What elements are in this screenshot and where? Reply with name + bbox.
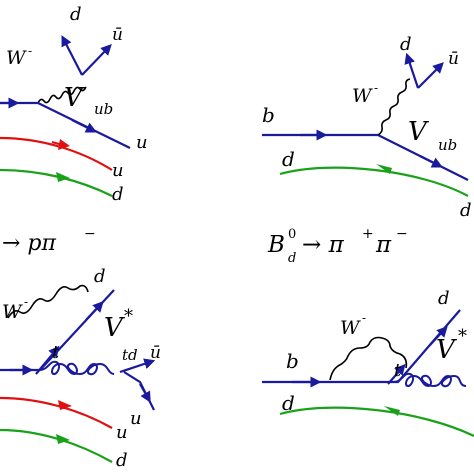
- label-W-sup: -: [24, 295, 28, 309]
- label-d: d: [70, 4, 82, 25]
- label-V-star: *: [458, 326, 467, 347]
- label-V: V: [64, 83, 85, 113]
- quark-line-d-top: [404, 52, 420, 89]
- gluon-loop: [393, 372, 467, 388]
- decay-label-right-sup2: −: [396, 226, 408, 242]
- quark-line-td: [123, 371, 155, 411]
- label-u-spectator: u: [112, 160, 124, 181]
- w-boson-line: [377, 78, 411, 136]
- label-d: d: [282, 147, 295, 171]
- label-V: V: [436, 335, 457, 365]
- label-W: W: [352, 85, 373, 107]
- label-W: W: [6, 47, 27, 69]
- label-td: td: [122, 346, 138, 364]
- label-ubar: ū: [448, 49, 459, 69]
- w-boson-loop: [329, 336, 408, 381]
- label-W-sup: -: [28, 44, 32, 58]
- label-b: b: [262, 103, 275, 127]
- meson-B-sub: d: [288, 251, 296, 266]
- decay-label-right-sup1: +: [362, 226, 374, 242]
- label-V: V: [104, 313, 125, 343]
- label-W-sup: -: [374, 81, 378, 95]
- spectator-d-green: [279, 166, 469, 197]
- label-W-sup: -: [362, 311, 366, 325]
- label-d-right: d: [460, 200, 472, 221]
- gluon-loop: [39, 360, 115, 376]
- label-V-sub: ub: [438, 136, 457, 154]
- label-V: V: [408, 117, 429, 147]
- panel-top-left: d ū W - V ub u u d → pπ −: [0, 4, 148, 256]
- spectator-d-green: [279, 406, 474, 437]
- decay-label-right-pi2: π: [375, 232, 392, 258]
- label-V-sub: ub: [94, 100, 113, 118]
- meson-B-sup: 0: [288, 227, 296, 242]
- w-boson-loop: [7, 284, 89, 319]
- decay-label-right: → π: [302, 232, 345, 258]
- label-d: d: [400, 34, 412, 55]
- label-W: W: [340, 317, 361, 339]
- meson-B: B: [267, 232, 285, 258]
- label-d-spectator: d: [282, 391, 295, 415]
- label-ubar: ū: [150, 343, 161, 363]
- antiquark-line-ubar: [417, 62, 444, 89]
- panel-bottom-right: d W - V * b t d: [262, 288, 474, 437]
- label-ubar: ū: [112, 25, 123, 45]
- label-V-star: *: [124, 306, 133, 327]
- spectator-d-green: [0, 168, 113, 197]
- antiquark-line-ubar: [81, 44, 112, 76]
- label-b: b: [286, 349, 299, 373]
- spectator-u-red: [0, 396, 113, 429]
- label-d: d: [438, 288, 450, 309]
- label-d: d: [94, 266, 106, 287]
- w-boson-line: [37, 86, 87, 104]
- spectator-d-green: [0, 428, 113, 463]
- panel-bottom-left: d W - V * t td ū u u d: [0, 266, 161, 471]
- decay-label-left: → pπ: [2, 231, 57, 256]
- decay-label-left-sup: −: [84, 226, 96, 242]
- panel-top-right: b d ū W - V ub d d B 0 d → π + π −: [262, 34, 472, 266]
- label-t: t: [394, 360, 402, 381]
- label-t: t: [52, 342, 60, 363]
- label-u: u: [136, 132, 148, 153]
- label-u-spectator: u: [116, 422, 128, 443]
- quark-line-d-top: [61, 35, 83, 76]
- label-d-spectator: d: [116, 450, 128, 471]
- label-d-spectator: d: [112, 184, 124, 205]
- label-W: W: [2, 301, 23, 323]
- label-u: u: [130, 408, 142, 429]
